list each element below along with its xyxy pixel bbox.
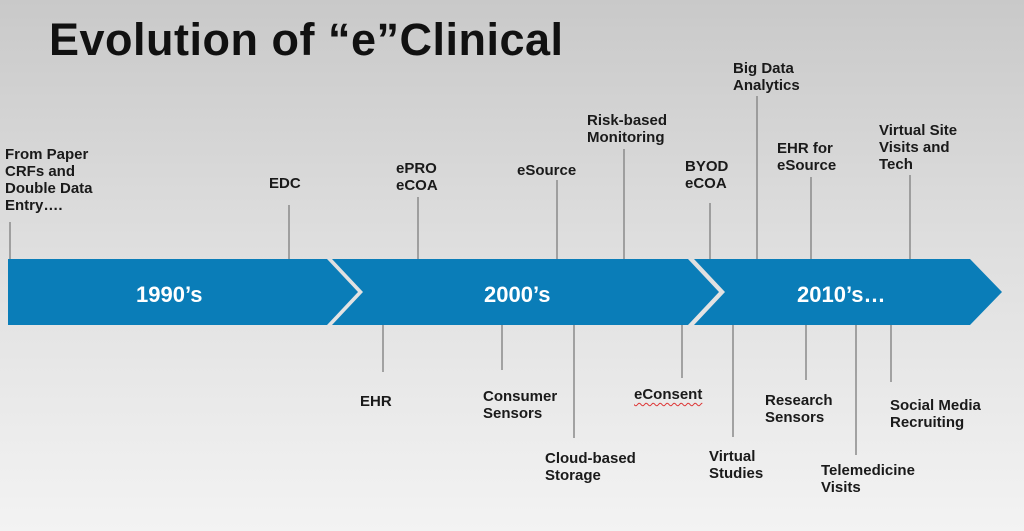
era-label-2010s: 2010’s…	[797, 282, 886, 307]
milestone-epro-ecoa: ePRO eCOA	[396, 160, 438, 194]
milestone-risk-based: Risk-based Monitoring	[587, 112, 668, 146]
milestone-social-media: Social Media Recruiting	[890, 397, 981, 431]
milestone-econsent: eConsent	[634, 386, 703, 403]
era-arrow-2010s	[694, 259, 1002, 325]
slide-title: Evolution of “e”Clinical	[49, 14, 564, 65]
era-arrow-1990s	[8, 259, 358, 325]
era-arrow-2000s	[332, 259, 719, 325]
era-label-2000s: 2000’s	[484, 282, 551, 307]
milestone-big-data: Big Data Analytics	[733, 60, 800, 94]
milestone-edc: EDC	[269, 175, 301, 192]
milestone-research-sensors: Research Sensors	[765, 392, 833, 426]
milestone-byod-ecoa: BYOD eCOA	[685, 158, 729, 192]
milestone-telemedicine: Telemedicine Visits	[821, 462, 915, 496]
milestone-cloud-storage: Cloud-based Storage	[545, 450, 636, 484]
milestone-consumer-sensors: Consumer Sensors	[483, 388, 558, 422]
milestone-esource: eSource	[517, 162, 577, 179]
milestone-ehr-esource: EHR for eSource	[777, 140, 837, 174]
era-label-1990s: 1990’s	[136, 282, 203, 307]
milestone-ehr: EHR	[360, 393, 392, 410]
milestone-paper-crfs: From Paper CRFs and Double Data Entry….	[5, 146, 93, 214]
milestone-virtual-site: Virtual Site Visits and Tech	[879, 122, 958, 173]
milestone-virtual-studies: Virtual Studies	[709, 448, 764, 482]
